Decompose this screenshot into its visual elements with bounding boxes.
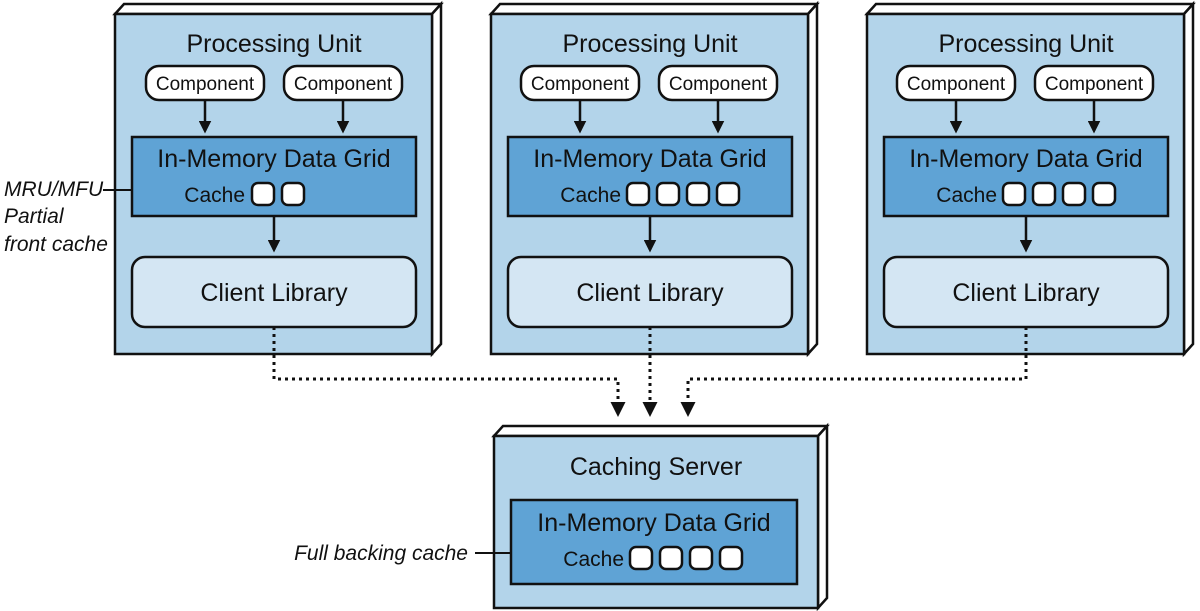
cache-slot bbox=[685, 181, 711, 207]
annotation-line: front cache bbox=[4, 233, 108, 256]
client-library-label: Client Library bbox=[576, 279, 724, 307]
processing-unit-title: Processing Unit bbox=[938, 30, 1113, 58]
client-library: Client Library bbox=[882, 255, 1170, 329]
cache-slot bbox=[625, 181, 651, 207]
processing-unit-title: Processing Unit bbox=[186, 30, 361, 58]
client-library: Client Library bbox=[506, 255, 794, 329]
component-label: Component bbox=[1045, 74, 1144, 95]
cache-slot bbox=[1001, 181, 1027, 207]
cache-slot bbox=[688, 545, 714, 571]
component-label: Component bbox=[156, 74, 255, 95]
cache-slot bbox=[655, 181, 681, 207]
in-memory-data-grid: In-Memory Data Grid Cache bbox=[130, 135, 418, 218]
in-memory-data-grid: In-Memory Data Grid Cache bbox=[509, 498, 799, 586]
processing-unit-3: Processing Unit Component Component In-M… bbox=[864, 0, 1196, 358]
front-cache-annotation: MRU/MFU Partial front cache bbox=[4, 178, 132, 256]
component-box: Component bbox=[282, 64, 404, 102]
cache-label: Cache bbox=[560, 184, 621, 207]
client-library-label: Client Library bbox=[952, 279, 1100, 307]
cache-slot bbox=[1091, 181, 1117, 207]
annotation-line: Full backing cache bbox=[294, 542, 468, 565]
cache-slots bbox=[628, 545, 744, 571]
client-library: Client Library bbox=[130, 255, 418, 329]
cache-slots bbox=[250, 181, 306, 207]
component-label: Component bbox=[907, 74, 1006, 95]
cache-slot bbox=[628, 545, 654, 571]
in-memory-data-grid: In-Memory Data Grid Cache bbox=[882, 135, 1170, 218]
cache-slot bbox=[1031, 181, 1057, 207]
processing-unit-2: Processing Unit Component Component In-M… bbox=[488, 0, 820, 358]
processing-unit-1: Processing Unit Component Component In-M… bbox=[112, 0, 444, 358]
cache-label: Cache bbox=[936, 184, 997, 207]
backing-cache-annotation: Full backing cache bbox=[294, 542, 511, 565]
cache-label: Cache bbox=[563, 548, 624, 571]
annotation-line: MRU/MFU bbox=[4, 178, 104, 201]
grid-label: In-Memory Data Grid bbox=[537, 509, 770, 537]
cache-slot bbox=[280, 181, 306, 207]
cache-slots bbox=[1001, 181, 1117, 207]
cache-slot bbox=[250, 181, 276, 207]
processing-unit-title: Processing Unit bbox=[562, 30, 737, 58]
component-label: Component bbox=[294, 74, 393, 95]
dotted-connectors bbox=[272, 327, 1028, 417]
cache-slot bbox=[718, 545, 744, 571]
component-box: Component bbox=[144, 64, 266, 102]
component-box: Component bbox=[657, 64, 779, 102]
caching-server: Caching Server In-Memory Data Grid Cache bbox=[491, 422, 830, 611]
component-box: Component bbox=[1033, 64, 1155, 102]
grid-label: In-Memory Data Grid bbox=[909, 145, 1142, 173]
cache-slot bbox=[1061, 181, 1087, 207]
cache-label: Cache bbox=[184, 184, 245, 207]
component-label: Component bbox=[531, 74, 630, 95]
grid-label: In-Memory Data Grid bbox=[157, 145, 390, 173]
component-box: Component bbox=[895, 64, 1017, 102]
annotation-line: Partial bbox=[4, 205, 65, 228]
in-memory-data-grid: In-Memory Data Grid Cache bbox=[506, 135, 794, 218]
cache-slot bbox=[715, 181, 741, 207]
dotted-connector-1 bbox=[272, 327, 626, 417]
cache-slots bbox=[625, 181, 741, 207]
client-library-label: Client Library bbox=[200, 279, 348, 307]
component-box: Component bbox=[519, 64, 641, 102]
dotted-connector-3 bbox=[680, 327, 1028, 417]
grid-label: In-Memory Data Grid bbox=[533, 145, 766, 173]
component-label: Component bbox=[669, 74, 768, 95]
cache-slot bbox=[658, 545, 684, 571]
caching-server-title: Caching Server bbox=[570, 453, 742, 481]
